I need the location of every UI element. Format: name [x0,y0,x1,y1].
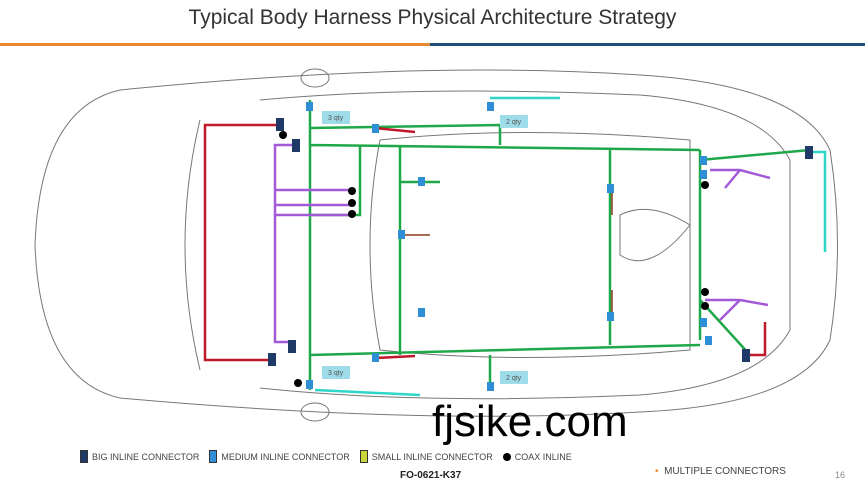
legend-label: BIG INLINE CONNECTOR [92,451,200,462]
document-code: FO-0621-K37 [400,470,462,481]
big-connectors [268,118,813,366]
qty-label: 2 qty [506,375,522,382]
teal-wire [314,96,827,397]
qty-label: 3 qty [328,370,344,377]
legend-coax: COAX INLINE [502,451,572,463]
watermark: fjsike.com [432,397,628,446]
slide-title: Typical Body Harness Physical Architectu… [188,6,677,29]
big-connector-icon [80,450,88,463]
coax-icon [502,452,511,461]
coax-connectors [279,131,709,387]
legend-medium: MEDIUM INLINE CONNECTOR [209,450,350,463]
legend-big: BIG INLINE CONNECTOR [80,450,199,463]
title-rule-blue [430,43,865,46]
brown-wire [400,190,613,312]
purple-wire [273,143,771,344]
legend: BIG INLINE CONNECTOR MEDIUM INLINE CONNE… [80,450,572,463]
qty-label: 3 qty [328,115,344,122]
red-wire [203,123,767,362]
page-number: 16 [835,470,846,480]
car-outline [34,68,838,422]
green-main-top [308,100,811,390]
legend-small: SMALL INLINE CONNECTOR [359,450,493,463]
legend-label: SMALL INLINE CONNECTOR [371,451,493,462]
small-connector-icon [359,450,368,463]
legend-label: MEDIUM INLINE CONNECTOR [221,451,350,462]
qty-label: 2 qty [506,119,522,126]
qty-callouts: 3 qty 2 qty 3 qty 2 qty [322,111,528,384]
legend-label: COAX INLINE [514,451,572,462]
medium-connector-icon [209,450,218,463]
legend-label: MULTIPLE CONNECTORS [664,466,786,477]
legend-multiple: • MULTIPLE CONNECTORS [655,466,786,477]
medium-connectors [306,102,712,391]
title-rule-orange [0,43,430,46]
multiple-dot-icon: • [655,466,659,477]
